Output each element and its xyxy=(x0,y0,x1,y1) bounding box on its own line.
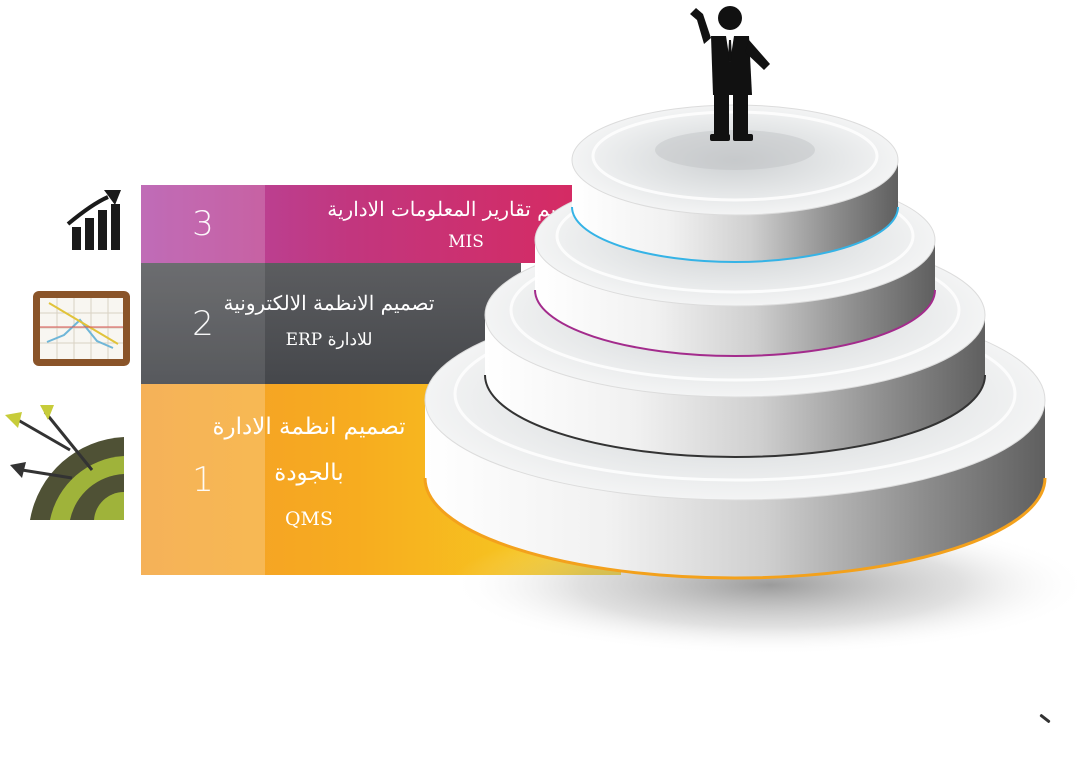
podium-tier-top xyxy=(571,104,899,263)
step-3-band: 3 تصميم تقارير المعلومات الادارية MIS xyxy=(141,185,611,263)
step-3-number: 3 xyxy=(192,204,214,244)
line-chart-board-icon xyxy=(33,291,130,366)
step-2-band: 2 تصميم الانظمة الالكترونية للادارة ERP xyxy=(141,263,521,384)
step-1-number-cell: 1 xyxy=(141,384,265,575)
step-1-code: QMS xyxy=(284,508,334,530)
step-3-number-cell: 3 xyxy=(141,185,265,263)
step-2-number: 2 xyxy=(192,303,214,344)
step-2-title: تصميم الانظمة الالكترونية xyxy=(223,291,435,315)
step-1-title: تصميم انظمة الادارة xyxy=(212,414,406,440)
step-2-number-cell: 2 xyxy=(141,263,265,384)
step-1-subtitle: بالجودة xyxy=(274,460,344,486)
dartboard-icon xyxy=(5,405,124,520)
step-3-code: MIS xyxy=(448,232,484,252)
businessman-icon xyxy=(690,6,770,141)
step-1-number: 1 xyxy=(192,459,214,500)
step-1-text: تصميم انظمة الادارة بالجودة QMS xyxy=(191,404,427,542)
step-2-code: للادارة ERP xyxy=(285,330,373,350)
growth-bars-icon xyxy=(66,190,121,250)
step-2-text: تصميم الانظمة الالكترونية للادارة ERP xyxy=(181,285,477,359)
